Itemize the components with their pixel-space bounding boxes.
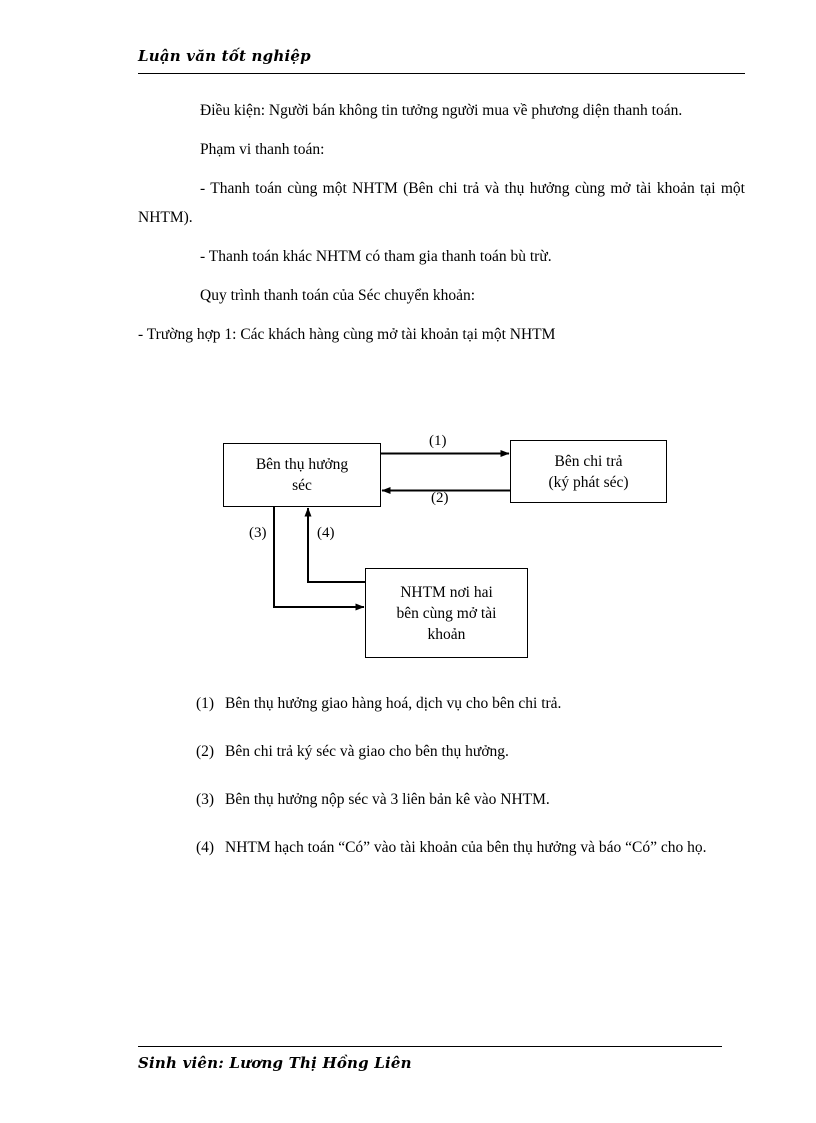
- payer-line-1: Bên chi trả: [554, 452, 623, 470]
- footer-title: Sinh viên: Lương Thị Hồng Liên: [138, 1054, 412, 1072]
- header-divider: [138, 73, 745, 74]
- note-number: (2): [196, 743, 215, 760]
- paragraph-case-1: - Trường hợp 1: Các khách hàng cùng mở t…: [138, 326, 556, 343]
- diagram-box-bank-label: NHTM nơi hai bên cùng mở tài khoản: [397, 582, 497, 645]
- footer-divider: [138, 1046, 722, 1047]
- note-item: (2) Bên chi trả ký séc và giao cho bên t…: [196, 738, 745, 765]
- paragraph-scope-heading: Phạm vi thanh toán:: [200, 141, 325, 158]
- beneficiary-line-2: séc: [292, 477, 312, 494]
- arrow-label-4: (4): [317, 525, 335, 541]
- paragraph-scope-item-2: - Thanh toán khác NHTM có tham gia thanh…: [200, 248, 552, 265]
- note-text: Bên thụ hưởng giao hàng hoá, dịch vụ cho…: [225, 695, 562, 712]
- bank-line-1: NHTM nơi hai: [400, 583, 493, 601]
- paragraph-condition: Điều kiện: Người bán không tin tưởng ngư…: [200, 102, 683, 119]
- note-text: Bên chi trả ký séc và giao cho bên thụ h…: [225, 743, 509, 760]
- note-item: (4) NHTM hạch toán “Có” vào tài khoản củ…: [196, 834, 745, 861]
- diagram-box-bank[interactable]: NHTM nơi hai bên cùng mở tài khoản: [365, 568, 528, 658]
- arrow-4-line: [304, 507, 365, 583]
- page-footer: Sinh viên: Lương Thị Hồng Liên: [138, 1052, 745, 1074]
- diagram-box-beneficiary-label: Bên thụ hưởng séc: [256, 454, 348, 496]
- note-number: (1): [196, 695, 215, 712]
- payer-line-2: (ký phát séc): [548, 473, 629, 491]
- arrow-label-2: (2): [431, 490, 449, 506]
- paragraph-process-heading: Quy trình thanh toán của Séc chuyển khoả…: [200, 287, 476, 304]
- arrow-3-line: [273, 507, 365, 611]
- bank-line-2: bên cùng mở tài: [396, 604, 497, 622]
- note-number: (4): [196, 839, 215, 856]
- note-text: Bên thụ hưởng nộp séc và 3 liên bản kê v…: [225, 791, 550, 808]
- header-title: Luận văn tốt nghiệp: [138, 47, 311, 65]
- body-text-block: Điều kiện: Người bán không tin tưởng ngư…: [138, 96, 745, 363]
- note-item: (3) Bên thụ hưởng nộp séc và 3 liên bản …: [196, 786, 745, 813]
- arrow-label-3: (3): [249, 525, 267, 541]
- note-number: (3): [196, 791, 215, 808]
- arrow-label-1: (1): [429, 433, 447, 449]
- bank-line-3: khoản: [427, 625, 466, 643]
- note-item: (1) Bên thụ hưởng giao hàng hoá, dịch vụ…: [196, 690, 745, 717]
- diagram-box-payer[interactable]: Bên chi trả (ký phát séc): [510, 440, 667, 503]
- paragraph-scope-item-1: - Thanh toán cùng một NHTM (Bên chi trả …: [138, 180, 745, 226]
- diagram-legend-notes: (1) Bên thụ hưởng giao hàng hoá, dịch vụ…: [196, 690, 745, 882]
- note-text: NHTM hạch toán “Có” vào tài khoản của bê…: [225, 839, 707, 856]
- beneficiary-line-1: Bên thụ hưởng: [255, 456, 349, 473]
- diagram-box-beneficiary[interactable]: Bên thụ hưởng séc: [223, 443, 381, 507]
- diagram-box-payer-label: Bên chi trả (ký phát séc): [548, 451, 628, 493]
- page-header: Luận văn tốt nghiệp: [138, 46, 745, 66]
